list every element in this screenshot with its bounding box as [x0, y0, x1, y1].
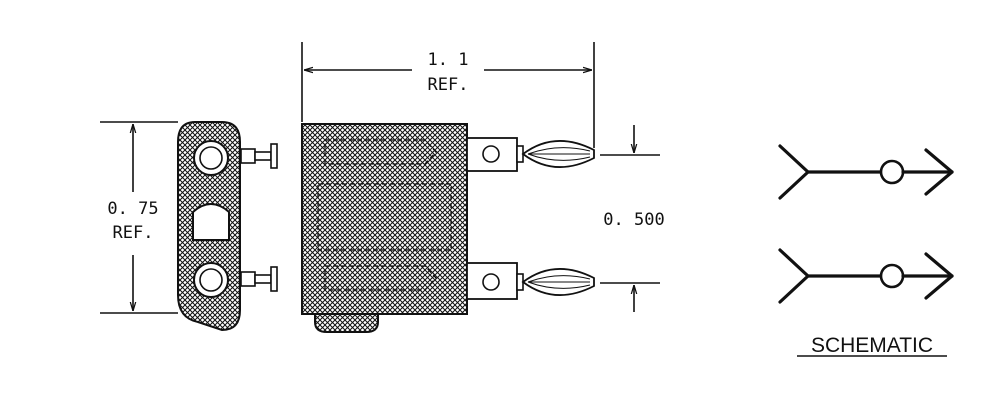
schematic-symbol-bottom — [778, 248, 954, 304]
front-view — [301, 123, 595, 333]
schematic-label: SCHEMATIC — [811, 334, 933, 357]
screw-terminal-top — [240, 143, 278, 169]
banana-plug-bottom — [466, 262, 595, 300]
screw-terminal-bottom — [240, 266, 278, 292]
schematic-symbol-top — [778, 144, 954, 200]
width-value: 1. 1 — [428, 50, 469, 70]
schematic-label-group: SCHEMATIC — [797, 334, 947, 357]
height-value: 0. 75 — [107, 199, 158, 219]
height-dimension: 0. 75 REF. — [100, 121, 178, 314]
spacing-value: 0. 500 — [603, 210, 664, 230]
width-ref: REF. — [428, 75, 469, 95]
width-dimension: 1. 1 REF. — [301, 42, 595, 148]
spacing-dimension: 0. 500 — [600, 125, 665, 312]
height-ref: REF. — [113, 223, 154, 243]
side-view — [177, 121, 278, 332]
banana-plug-top — [466, 137, 595, 172]
